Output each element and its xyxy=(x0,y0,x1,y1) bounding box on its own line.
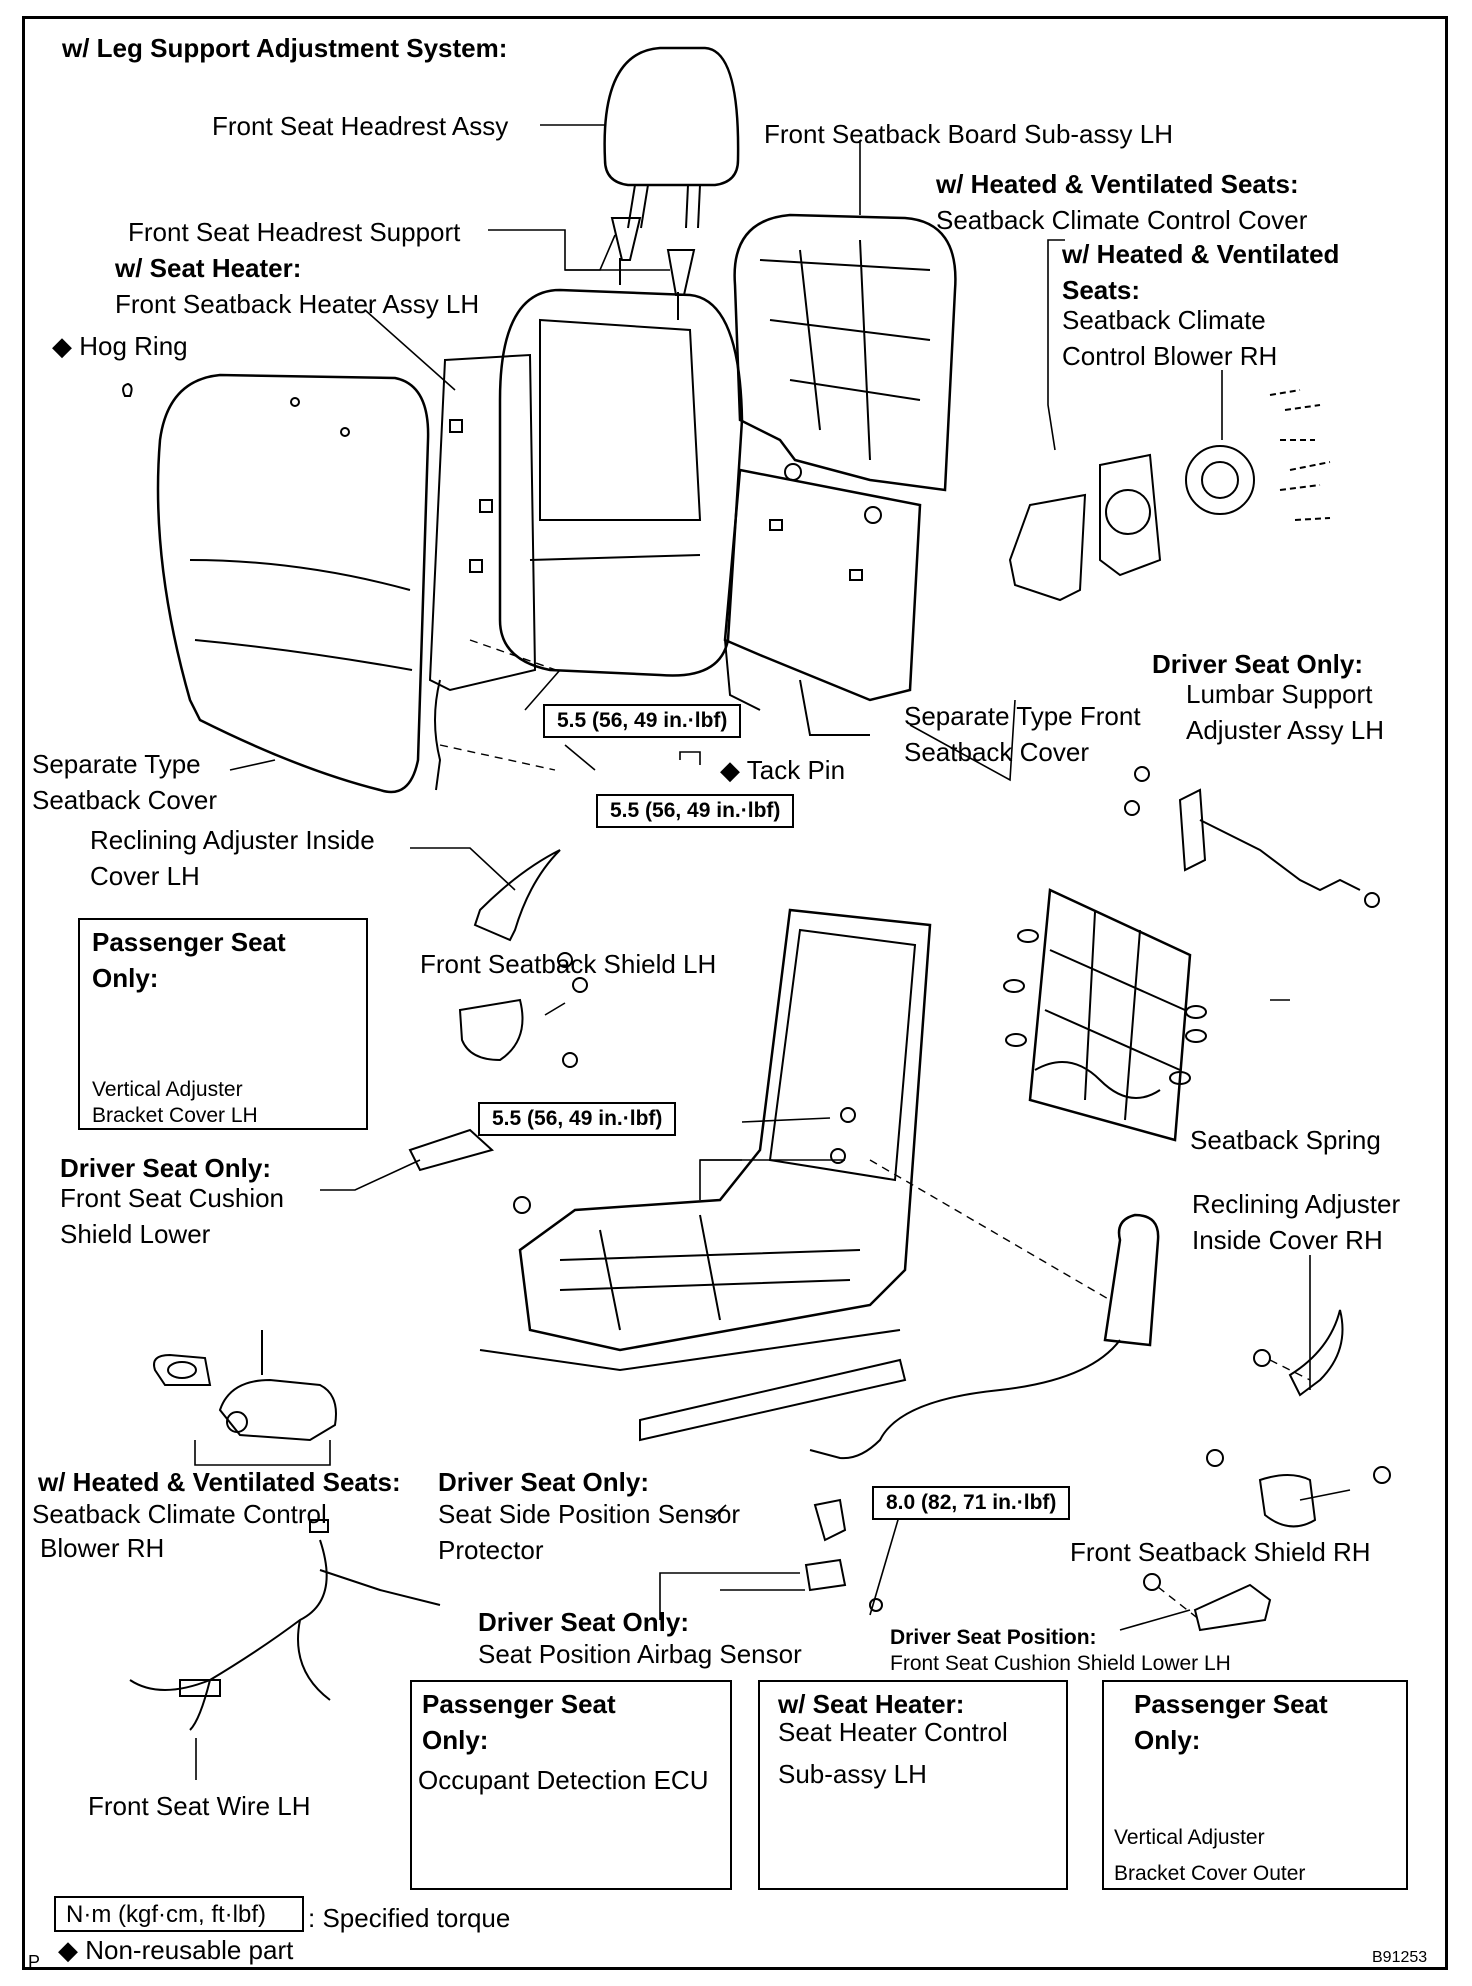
label-cushion-shield-1: Front Seat Cushion xyxy=(60,1183,285,1213)
legend-nonreusable: ◆ Non-reusable part xyxy=(58,1935,294,1965)
figure-frame xyxy=(22,16,1448,1970)
tack-pin-drawing xyxy=(679,751,701,765)
label-separate-cover-2: Seatback Cover xyxy=(32,785,217,815)
label-airbag-sensor: Seat Position Airbag Sensor xyxy=(478,1639,802,1669)
label-hv-cover: Seatback Climate Control Cover xyxy=(936,205,1308,235)
label-front-seat-wire: Front Seat Wire LH xyxy=(88,1791,311,1821)
dashed-lines xyxy=(439,639,1311,1621)
label-hv-blower-1: Seatback Climate xyxy=(1062,305,1266,335)
diamond-icon: ◆ xyxy=(58,1935,78,1965)
label-separate-cover-1: Separate Type xyxy=(32,749,201,779)
label-lumbar-condition: Driver Seat Only: xyxy=(1152,649,1363,679)
legend-torque-box: N·m (kgf·cm, ft·lbf) xyxy=(54,1896,304,1932)
label-hv-blower2-condition: w/ Heated & Ventilated Seats: xyxy=(38,1467,401,1497)
seatback-board-drawing xyxy=(733,213,957,524)
label-seatback-board: Front Seatback Board Sub-assy LH xyxy=(764,119,1173,149)
label-lumbar-2: Adjuster Assy LH xyxy=(1186,715,1384,745)
label-reclining-lh-1: Reclining Adjuster Inside xyxy=(90,825,375,855)
label-seatback-heater: Front Seatback Heater Assy LH xyxy=(115,289,480,319)
label-seatback-spring: Seatback Spring xyxy=(1190,1125,1381,1155)
label-hv-cover-condition: w/ Heated & Ventilated Seats: xyxy=(936,169,1299,199)
seat-heater-control-box: w/ Seat Heater: Seat Heater Control Sub-… xyxy=(758,1680,1068,1890)
figure-code: B91253 xyxy=(1372,1949,1428,1966)
label-reclining-lh-2: Cover LH xyxy=(90,861,200,891)
seatback-spring-drawing xyxy=(1003,888,1207,1142)
lumbar-drawing xyxy=(1124,766,1380,908)
label-protector-condition: Driver Seat Only: xyxy=(438,1467,649,1497)
hog-ring-drawing xyxy=(122,382,133,397)
seatback-shield-drawing xyxy=(458,977,1391,1528)
side-airbag-drawing xyxy=(809,1213,1160,1460)
headrest-drawing xyxy=(603,46,740,320)
torque-box-1: 5.5 (56, 49 in.·lbf) xyxy=(543,704,742,738)
climate-cover-drawing xyxy=(1008,389,1331,602)
label-cushion-shield-2: Shield Lower xyxy=(60,1219,211,1249)
legend-torque-unit: N·m (kgf·cm, ft·lbf) xyxy=(66,1901,266,1928)
diagram-title: w/ Leg Support Adjustment System: xyxy=(62,33,508,63)
label-driver-position-condition: Driver Seat Position: xyxy=(890,1626,1097,1649)
passenger-bracket-outer-box: Passenger Seat Only: Vertical Adjuster B… xyxy=(1102,1680,1408,1890)
seatback-pad-drawing xyxy=(498,288,744,677)
reclining-cover-drawing xyxy=(473,849,1344,1397)
label-seat-heater-condition: w/ Seat Heater: xyxy=(115,253,302,283)
label-reclining-rh-2: Inside Cover RH xyxy=(1192,1225,1383,1255)
label-lumbar-1: Lumbar Support xyxy=(1186,679,1373,709)
label-separate-front-cover-1: Separate Type Front xyxy=(904,701,1141,731)
leader-lines xyxy=(194,124,1351,1780)
label-front-shield-lh: Front Seatback Shield LH xyxy=(420,949,717,979)
seat-wire-drawing xyxy=(129,1519,441,1731)
label-front-shield-rh: Front Seatback Shield RH xyxy=(1070,1537,1371,1567)
label-protector-1: Seat Side Position Sensor xyxy=(438,1499,741,1529)
torque-box-3: 5.5 (56, 49 in.·lbf) xyxy=(478,1102,677,1136)
occupant-ecu-box: Passenger Seat Only: Occupant Detection … xyxy=(410,1680,732,1890)
position-sensor-drawing xyxy=(804,1498,883,1612)
label-protector-2: Protector xyxy=(438,1535,544,1565)
diamond-icon: ◆ xyxy=(52,331,72,361)
corner-mark: P xyxy=(28,1952,41,1972)
blower-lower-drawing xyxy=(153,1330,337,1442)
label-reclining-rh-1: Reclining Adjuster xyxy=(1192,1189,1401,1219)
torque-box-4: 8.0 (82, 71 in.·lbf) xyxy=(872,1486,1071,1520)
label-headrest: Front Seat Headrest Assy xyxy=(212,111,509,141)
passenger-bracket-cover-box: Passenger Seat Only: Vertical Adjuster B… xyxy=(78,918,368,1130)
label-headrest-support: Front Seat Headrest Support xyxy=(128,217,461,247)
label-separate-front-cover-2: Seatback Cover xyxy=(904,737,1089,767)
label-hv-blower2-1: Seatback Climate Control xyxy=(32,1499,327,1529)
seatback-cover-drawing xyxy=(156,373,430,794)
heater-drawing xyxy=(428,353,537,791)
label-hv-blower-2: Control Blower RH xyxy=(1062,341,1278,371)
label-airbag-condition: Driver Seat Only: xyxy=(478,1607,689,1637)
label-cushion-condition: Driver Seat Only: xyxy=(60,1153,271,1183)
seat-frame-drawing xyxy=(479,908,932,1442)
torque-box-2: 5.5 (56, 49 in.·lbf) xyxy=(596,794,795,828)
label-driver-position: Front Seat Cushion Shield Lower LH xyxy=(890,1652,1231,1675)
legend-torque-text: : Specified torque xyxy=(308,1903,511,1933)
label-hv-blower-condition-2: Seats: xyxy=(1062,275,1141,305)
label-tack-pin: ◆ Tack Pin xyxy=(720,755,846,785)
label-hog-ring: ◆ Hog Ring xyxy=(52,331,188,361)
label-hv-blower-condition-1: w/ Heated & Ventilated xyxy=(1062,239,1340,269)
cushion-shield-drawing xyxy=(408,1128,1272,1632)
label-hv-blower2-2: Blower RH xyxy=(40,1533,165,1563)
front-seatback-cover-drawing xyxy=(723,468,922,736)
diamond-icon: ◆ xyxy=(720,755,740,785)
